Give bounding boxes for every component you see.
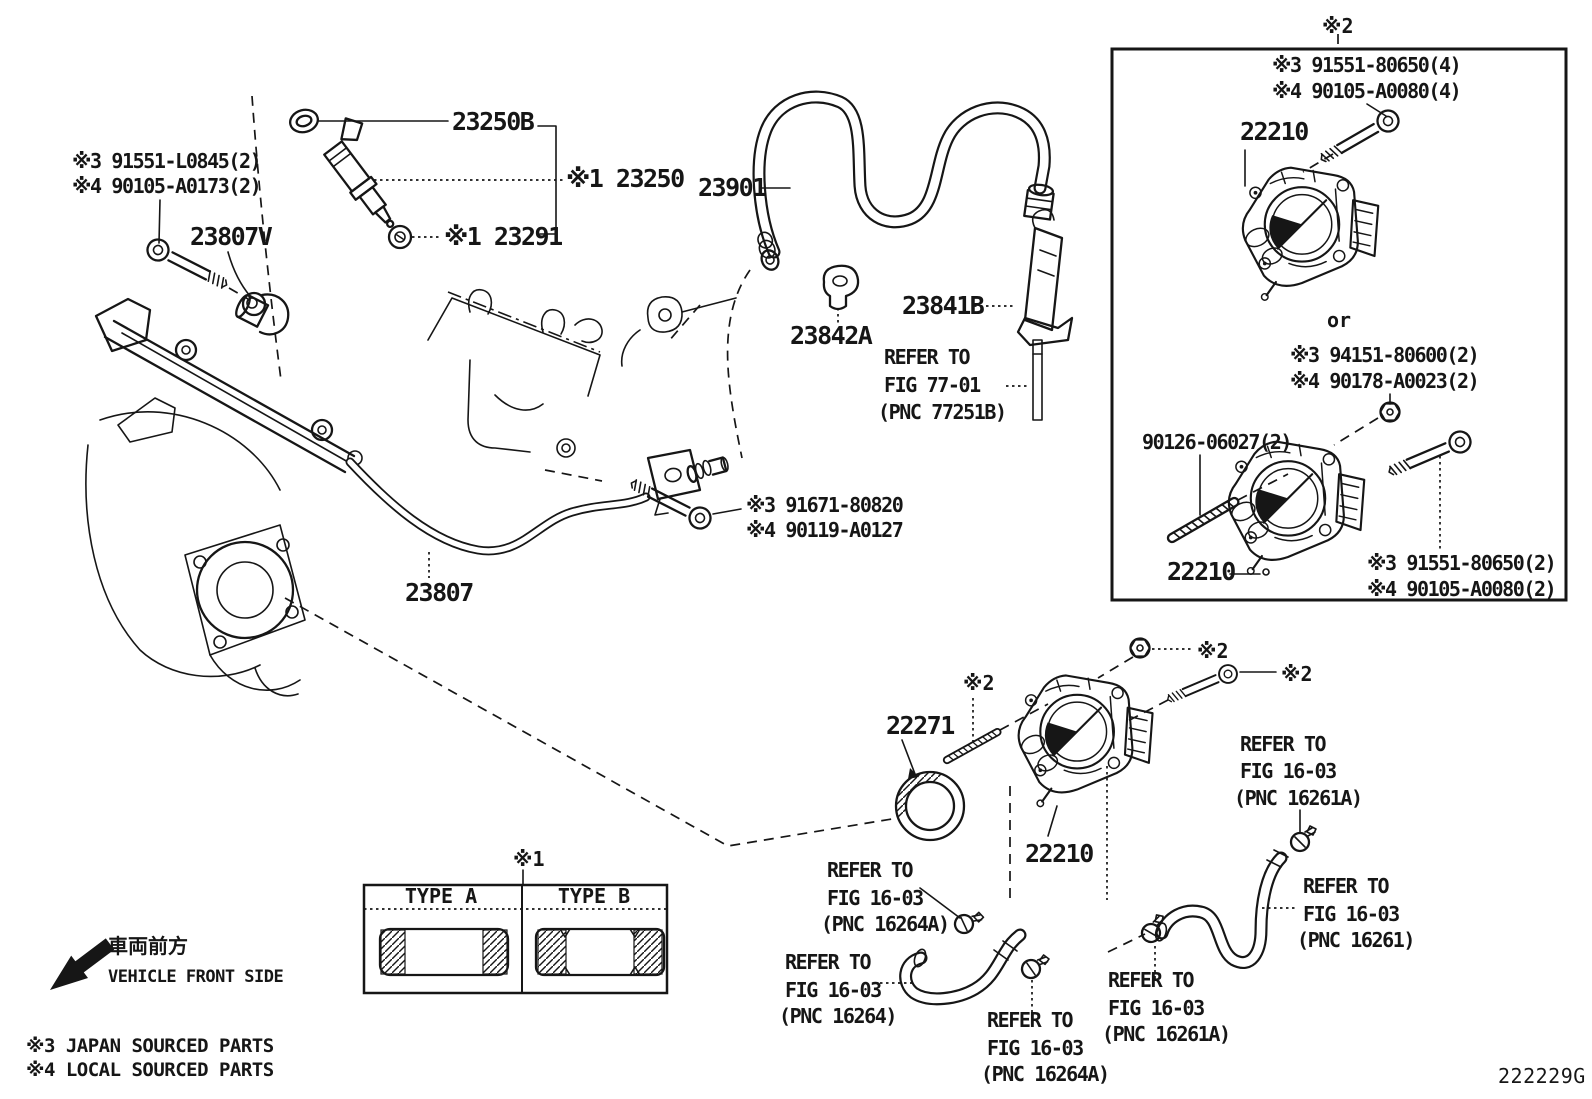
ref-16264-line2: FIG 16-03 <box>785 978 881 1002</box>
legend-local-sourced: ※4 LOCAL SOURCED PARTS <box>26 1059 274 1081</box>
ref-16261a-right-line3: (PNC 16261A) <box>1234 786 1362 810</box>
marker-1-table: ※1 <box>513 847 544 871</box>
vehicle-front-arrow <box>50 938 115 990</box>
ref-7701-line3: (PNC 77251B) <box>878 400 1006 424</box>
cap-23807v-drawing <box>241 291 290 336</box>
label-tb-nut-local[interactable]: ※4 90178-A0023(2) <box>1290 369 1480 393</box>
figure-code: 222229G <box>1498 1064 1586 1088</box>
hose-clamp-16261a-right <box>1289 824 1318 853</box>
label-23250b[interactable]: 23250B <box>452 107 536 136</box>
throttle-body-top-drawing <box>1241 166 1380 302</box>
legend-japan-sourced: ※3 JAPAN SOURCED PARTS <box>26 1035 274 1057</box>
fuel-hose-23901-drawing <box>752 90 1055 271</box>
label-22210-top[interactable]: 22210 <box>1240 117 1310 146</box>
ref-16264a-bottom-line2: FIG 16-03 <box>987 1036 1083 1060</box>
water-hose-16264-drawing <box>899 928 1027 1006</box>
ref-16264a-bottom-line1: REFER TO <box>987 1008 1073 1032</box>
cylinder-head-sketch <box>427 288 737 482</box>
injector-o-ring <box>289 108 319 134</box>
label-23807v[interactable]: 23807V <box>190 222 274 251</box>
ref-bar-77251b <box>1032 339 1043 421</box>
label-tb-nut-japan[interactable]: ※3 94151-80600(2) <box>1290 343 1480 367</box>
marker-2-box: ※2 <box>1322 14 1353 38</box>
label-rail-bolt-local[interactable]: ※4 90105-A0173(2) <box>72 174 262 198</box>
table-header-type-b: TYPE B <box>558 884 630 908</box>
throttle-body-mid-drawing <box>1227 440 1366 576</box>
ref-16261a-bottom-line3: (PNC 16261A) <box>1102 1022 1230 1046</box>
bracket-23841b-drawing <box>1016 208 1074 347</box>
label-pipe-bolt-local[interactable]: ※4 90119-A0127 <box>746 518 904 542</box>
ref-16264a-top-line2: FIG 16-03 <box>827 886 923 910</box>
ref-7701-line1: REFER TO <box>884 345 970 369</box>
label-tb-bolt4-local[interactable]: ※4 90105-A0080(4) <box>1272 79 1462 103</box>
marker-2-nut: ※2 <box>1197 639 1228 663</box>
throttle-bolt-bottom-drawing <box>1163 661 1241 709</box>
label-22210-mid[interactable]: 22210 <box>1167 557 1237 586</box>
label-rail-bolt-japan[interactable]: ※3 91551-L0845(2) <box>72 149 262 173</box>
label-tb-stud[interactable]: 90126-06027(2) <box>1142 430 1292 454</box>
hose-clamp-16264a-bottom <box>1019 950 1051 982</box>
ref-16261a-bottom-line1: REFER TO <box>1108 968 1194 992</box>
clamp-23842a-drawing <box>822 264 860 311</box>
intake-manifold-sketch <box>85 397 306 697</box>
marker-2-bolt: ※2 <box>1281 662 1312 686</box>
label-22210-bottom[interactable]: 22210 <box>1025 839 1095 868</box>
fuel-injector-drawing <box>323 117 395 229</box>
ref-16261a-right-line2: FIG 16-03 <box>1240 759 1336 783</box>
fuel-rail <box>94 293 363 474</box>
label-tb-bolt4-japan[interactable]: ※3 91551-80650(4) <box>1272 53 1462 77</box>
type-table <box>362 883 669 995</box>
water-hose-16261-drawing <box>1154 849 1289 969</box>
label-23841b[interactable]: 23841B <box>902 291 986 320</box>
label-23842a[interactable]: 23842A <box>790 321 874 350</box>
label-tb-bolt2-japan[interactable]: ※3 91551-80650(2) <box>1367 551 1557 575</box>
label-22271[interactable]: 22271 <box>886 711 956 740</box>
throttle-stud-drawing <box>1165 495 1241 545</box>
throttle-nut-bottom-drawing <box>1129 637 1151 659</box>
label-23807[interactable]: 23807 <box>405 578 475 607</box>
ref-16264-line1: REFER TO <box>785 950 871 974</box>
hose-clamp-16264a-top <box>951 904 986 940</box>
vehicle-front-label-jp: 車両前方 <box>108 934 188 958</box>
throttle-nut-drawing <box>1379 401 1401 423</box>
ref-16261a-right-line1: REFER TO <box>1240 732 1326 756</box>
leader-lines <box>158 34 1441 1014</box>
label-pipe-bolt-japan[interactable]: ※3 91671-80820 <box>746 493 904 517</box>
vehicle-front-label-en: VEHICLE FRONT SIDE <box>108 967 283 987</box>
fuel-pipe-23807-drawing <box>345 448 729 556</box>
ref-16264-line3: (PNC 16264) <box>779 1004 896 1028</box>
ref-16261-line3: (PNC 16261) <box>1297 928 1414 952</box>
gasket-22271-drawing <box>894 770 966 842</box>
table-header-type-a: TYPE A <box>405 884 477 908</box>
injector-grommet <box>387 224 413 250</box>
marker-2-stud: ※2 <box>963 671 994 695</box>
label-tb-bolt2-local[interactable]: ※4 90105-A0080(2) <box>1367 577 1557 601</box>
ref-16261a-bottom-line2: FIG 16-03 <box>1108 996 1204 1020</box>
throttle-body-bottom-drawing <box>1017 674 1154 808</box>
inspection-box <box>1110 47 1568 602</box>
ref-16261-line1: REFER TO <box>1303 874 1389 898</box>
label-or: or <box>1327 308 1351 332</box>
ref-7701-line2: FIG 77-01 <box>884 373 981 397</box>
ref-16264a-top-line1: REFER TO <box>827 858 913 882</box>
throttle-bolt-mid-drawing <box>1383 427 1475 483</box>
ref-16264a-top-line3: (PNC 16264A) <box>821 912 949 936</box>
ref-16261-line2: FIG 16-03 <box>1303 902 1399 926</box>
ref-16264a-bottom-line3: (PNC 16264A) <box>981 1062 1109 1086</box>
label-23291[interactable]: ※1 23291 <box>444 222 564 251</box>
label-23250[interactable]: ※1 23250 <box>566 164 686 193</box>
label-23901[interactable]: 23901 <box>698 173 768 202</box>
throttle-bolt-top-drawing <box>1314 105 1404 170</box>
